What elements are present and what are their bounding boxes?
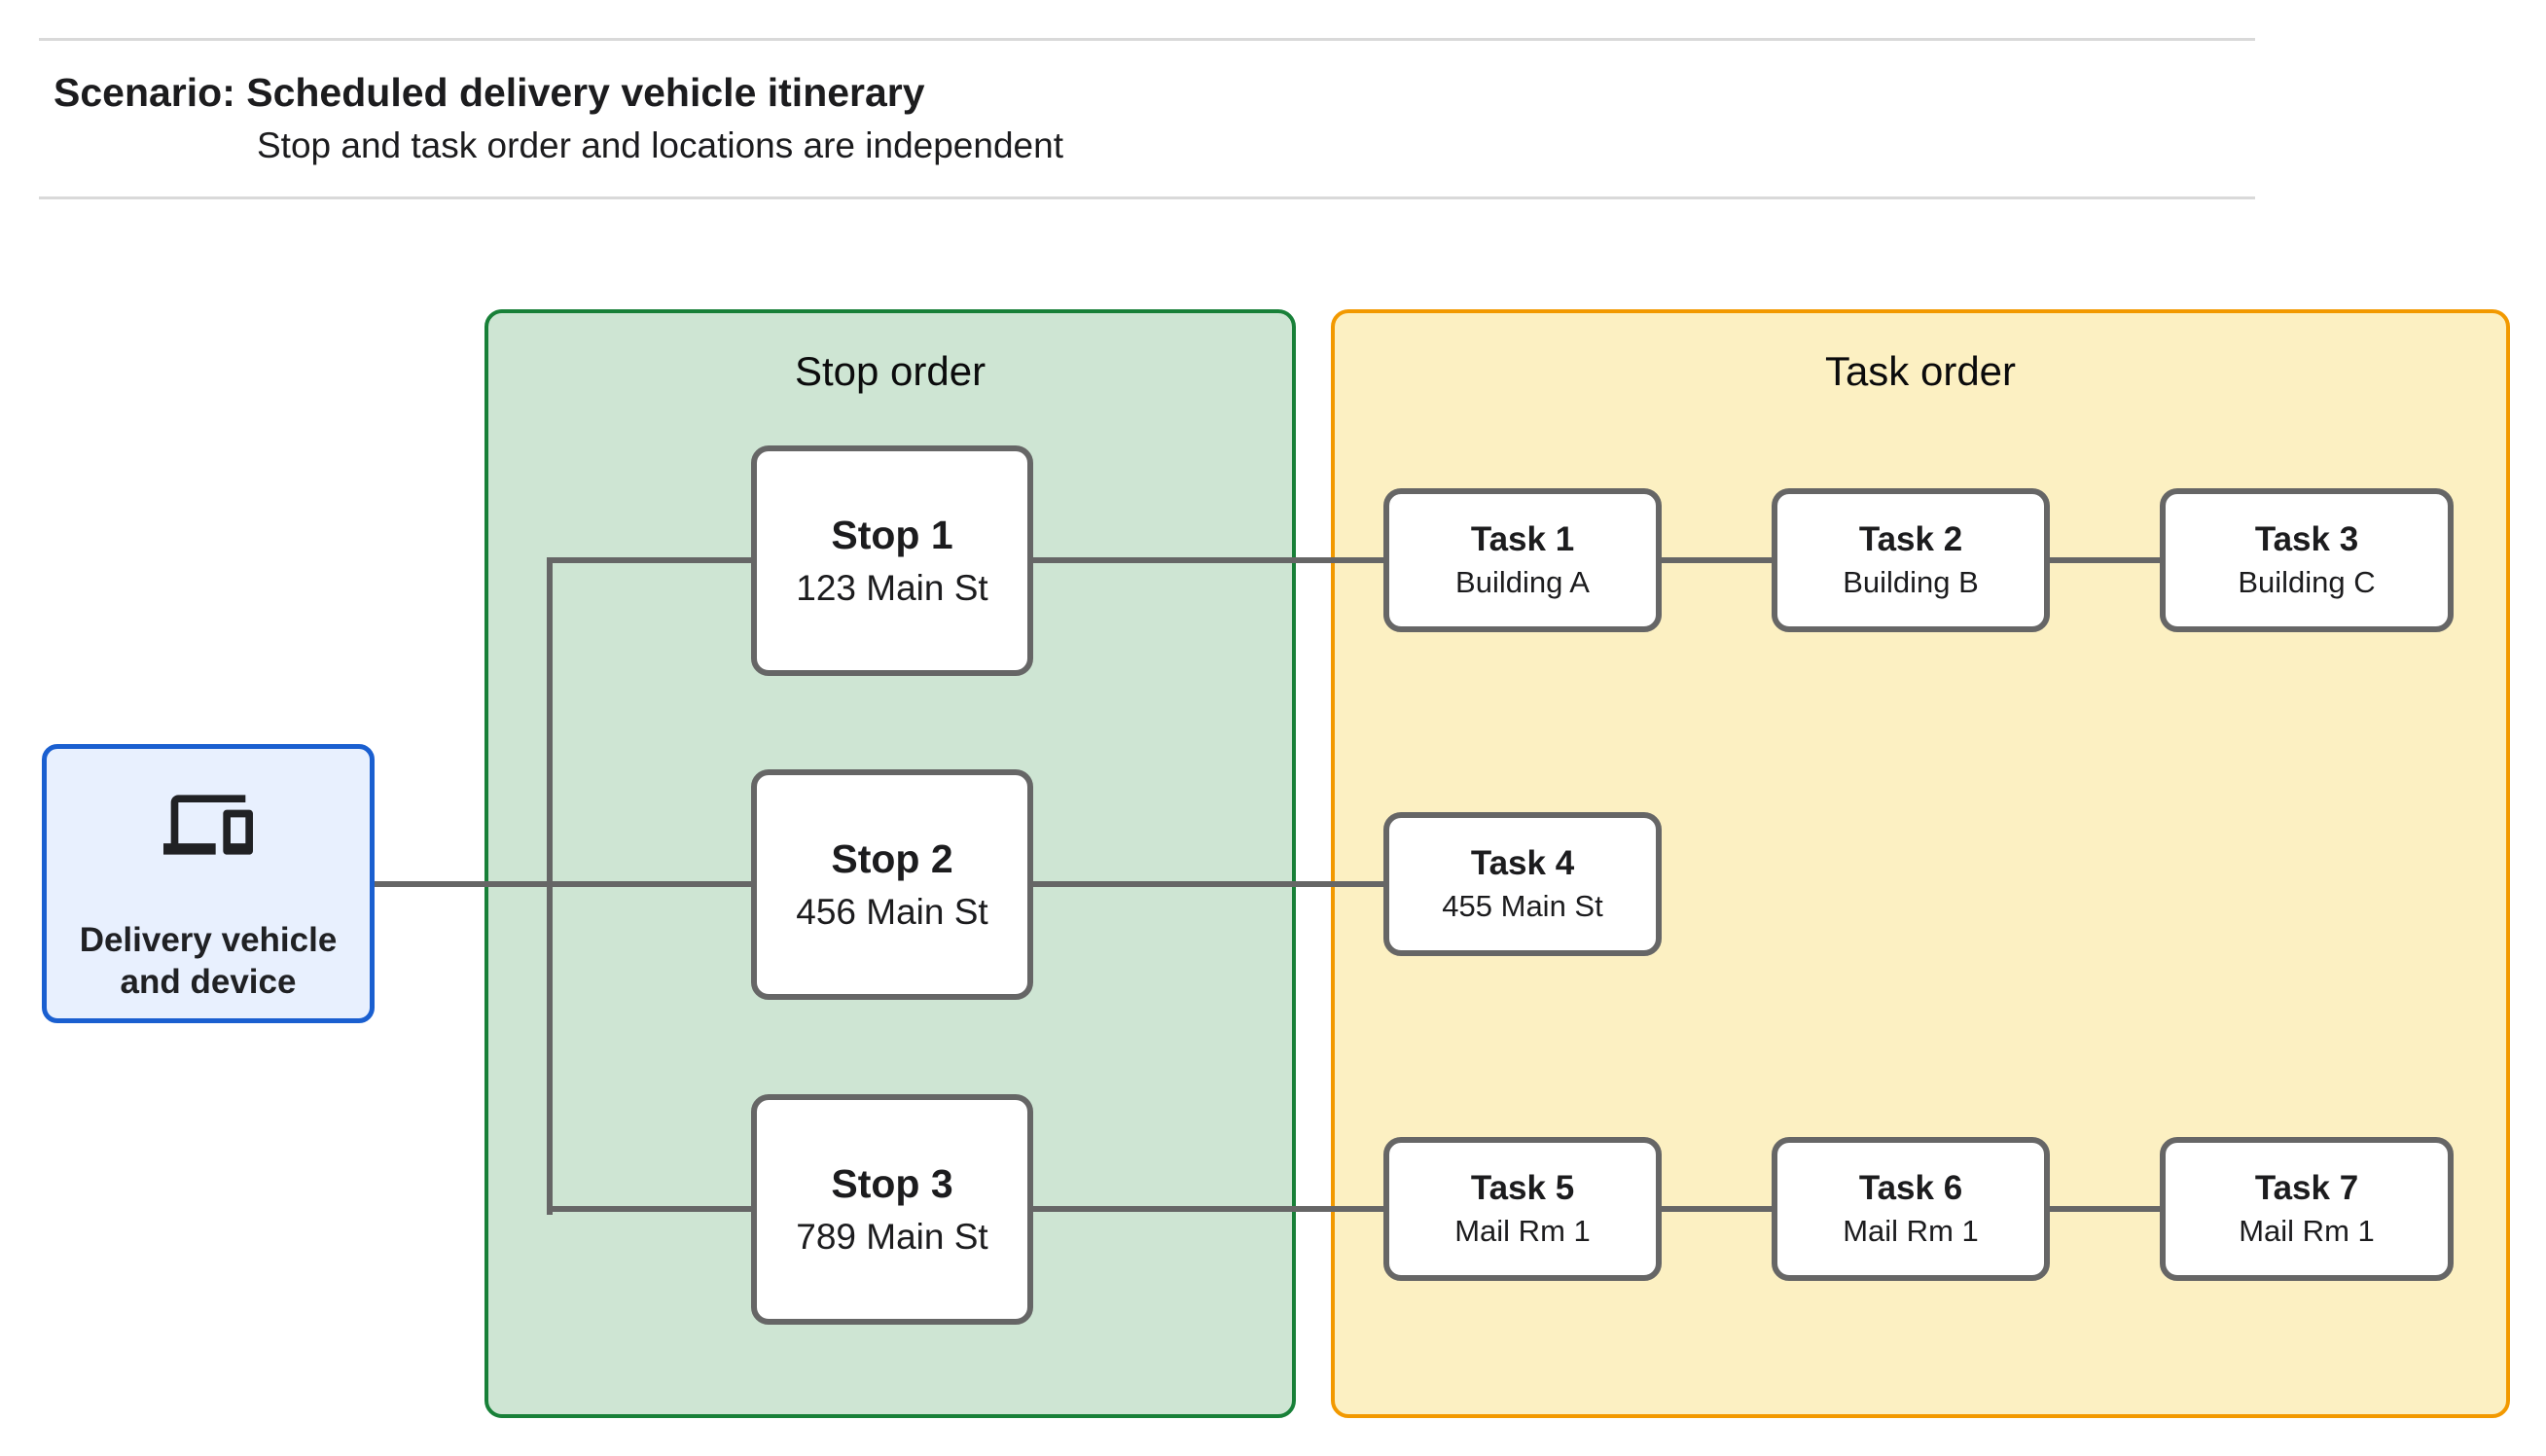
task-4-box: Task 4 455 Main St xyxy=(1383,812,1662,956)
connector-task2-task3 xyxy=(2048,557,2162,563)
task-6-box: Task 6 Mail Rm 1 xyxy=(1772,1137,2050,1281)
connector-task1-task2 xyxy=(1660,557,1772,563)
task-1-title: Task 1 xyxy=(1470,520,1575,558)
task-1-location: Building A xyxy=(1455,565,1590,599)
page-subtitle: Stop and task order and locations are in… xyxy=(257,125,1063,165)
connector-stop2-task4 xyxy=(1031,881,1383,887)
task-5-location: Mail Rm 1 xyxy=(1454,1214,1591,1248)
stop-1-box: Stop 1 123 Main St xyxy=(751,445,1033,676)
task-6-title: Task 6 xyxy=(1858,1169,1963,1207)
top-divider xyxy=(39,38,2255,41)
connector-stop3-task5 xyxy=(1031,1206,1383,1212)
connector-trunk-stop1 xyxy=(547,557,751,563)
connector-task5-task6 xyxy=(1660,1206,1772,1212)
task-6-location: Mail Rm 1 xyxy=(1843,1214,1979,1248)
task-5-title: Task 5 xyxy=(1470,1169,1575,1207)
task-5-box: Task 5 Mail Rm 1 xyxy=(1383,1137,1662,1281)
task-7-location: Mail Rm 1 xyxy=(2239,1214,2375,1248)
task-3-location: Building C xyxy=(2238,565,2376,599)
connector-task6-task7 xyxy=(2048,1206,2162,1212)
stop-1-title: Stop 1 xyxy=(831,513,953,557)
stop-2-title: Stop 2 xyxy=(831,836,953,881)
task-2-location: Building B xyxy=(1843,565,1979,599)
stop-3-title: Stop 3 xyxy=(831,1161,953,1206)
task-order-panel-title: Task order xyxy=(1824,348,2017,394)
stop-2-location: 456 Main St xyxy=(796,892,988,932)
connector-vehicle-stop2 xyxy=(373,881,751,887)
connector-trunk xyxy=(547,557,553,1215)
stop-3-location: 789 Main St xyxy=(796,1217,988,1257)
stop-2-box: Stop 2 456 Main St xyxy=(751,769,1033,1000)
task-7-title: Task 7 xyxy=(2254,1169,2359,1207)
header-divider xyxy=(39,196,2255,199)
stop-1-location: 123 Main St xyxy=(796,568,988,608)
devices-icon xyxy=(163,795,253,855)
connector-stop1-task1 xyxy=(1031,557,1383,563)
task-4-location: 455 Main St xyxy=(1442,889,1603,923)
delivery-vehicle-box: Delivery vehicle and device xyxy=(42,744,375,1023)
task-1-box: Task 1 Building A xyxy=(1383,488,1662,632)
task-3-title: Task 3 xyxy=(2254,520,2359,558)
task-4-title: Task 4 xyxy=(1470,844,1575,882)
page-title: Scenario: Scheduled delivery vehicle iti… xyxy=(54,70,925,115)
task-7-box: Task 7 Mail Rm 1 xyxy=(2160,1137,2454,1281)
delivery-vehicle-label: Delivery vehicle and device xyxy=(79,921,338,1001)
stop-3-box: Stop 3 789 Main St xyxy=(751,1094,1033,1325)
task-2-title: Task 2 xyxy=(1858,520,1963,558)
task-3-box: Task 3 Building C xyxy=(2160,488,2454,632)
connector-trunk-stop3 xyxy=(547,1206,751,1212)
stop-order-panel-title: Stop order xyxy=(794,348,986,394)
task-2-box: Task 2 Building B xyxy=(1772,488,2050,632)
